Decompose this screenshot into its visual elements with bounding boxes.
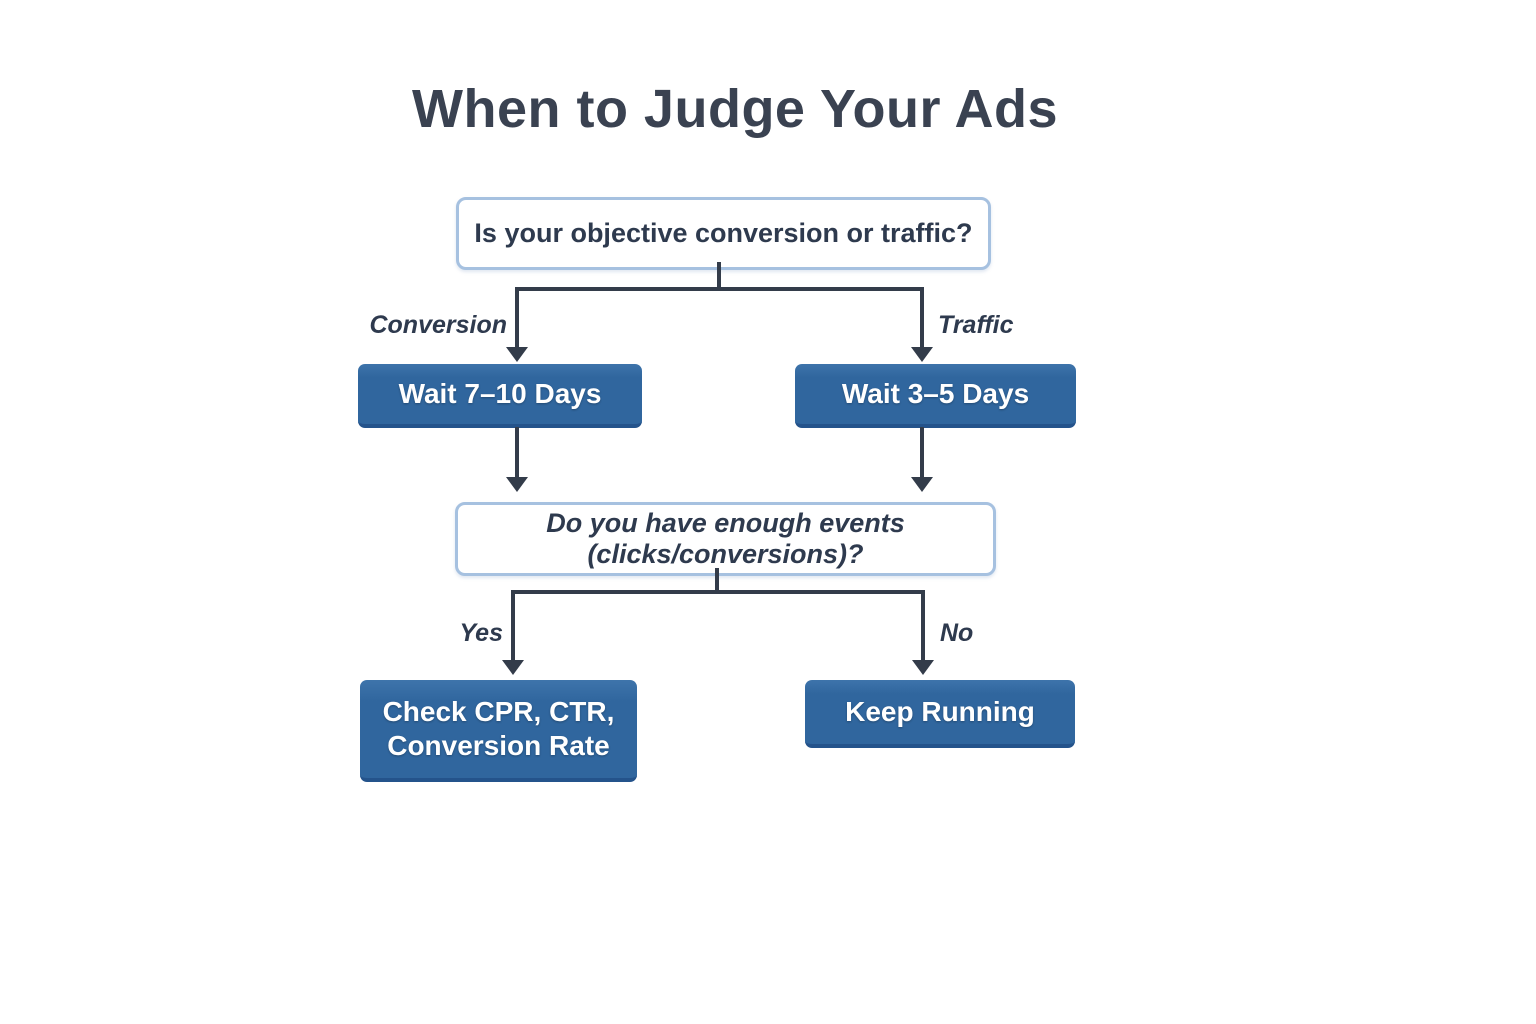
arrow-down-icon xyxy=(502,660,524,675)
question-enough-events-text: Do you have enough events (clicks/conver… xyxy=(546,508,905,569)
arrow-down-icon xyxy=(911,347,933,362)
branch-label-yes: Yes xyxy=(459,619,503,647)
question-box-objective: Is your objective conversion or traffic? xyxy=(456,197,991,270)
action-wait-conversion-text: Wait 7–10 Days xyxy=(398,377,602,409)
connector-q2-horizontal xyxy=(511,590,925,594)
connector-q2-stem xyxy=(715,568,719,594)
arrow-down-icon xyxy=(506,477,528,492)
branch-label-traffic: Traffic xyxy=(938,311,1014,339)
page-title: When to Judge Your Ads xyxy=(411,79,1059,139)
connector-yes-line xyxy=(511,590,515,662)
action-box-wait-7-10-days: Wait 7–10 Days xyxy=(358,364,642,428)
question-objective-text: Is your objective conversion or traffic? xyxy=(474,218,973,248)
action-check-metrics-text: Check CPR, CTR, Conversion Rate xyxy=(382,695,615,761)
connector-q1-stem xyxy=(717,262,721,291)
connector-conversion-line xyxy=(515,287,519,349)
connector-traffic-line xyxy=(920,287,924,349)
arrow-down-icon xyxy=(506,347,528,362)
connector-q1-horizontal xyxy=(515,287,924,291)
arrow-down-icon xyxy=(912,660,934,675)
arrow-down-icon xyxy=(911,477,933,492)
branch-label-no: No xyxy=(940,619,974,647)
action-box-check-metrics: Check CPR, CTR, Conversion Rate xyxy=(360,680,637,782)
connector-wait-traffic-line xyxy=(920,427,924,478)
branch-label-conversion: Conversion xyxy=(369,311,507,339)
connector-wait-conversion-line xyxy=(515,427,519,478)
question-box-enough-events: Do you have enough events (clicks/conver… xyxy=(455,502,996,576)
action-box-wait-3-5-days: Wait 3–5 Days xyxy=(795,364,1076,428)
action-box-keep-running: Keep Running xyxy=(805,680,1075,748)
connector-no-line xyxy=(921,590,925,662)
action-wait-traffic-text: Wait 3–5 Days xyxy=(841,377,1030,409)
action-keep-running-text: Keep Running xyxy=(845,695,1035,727)
